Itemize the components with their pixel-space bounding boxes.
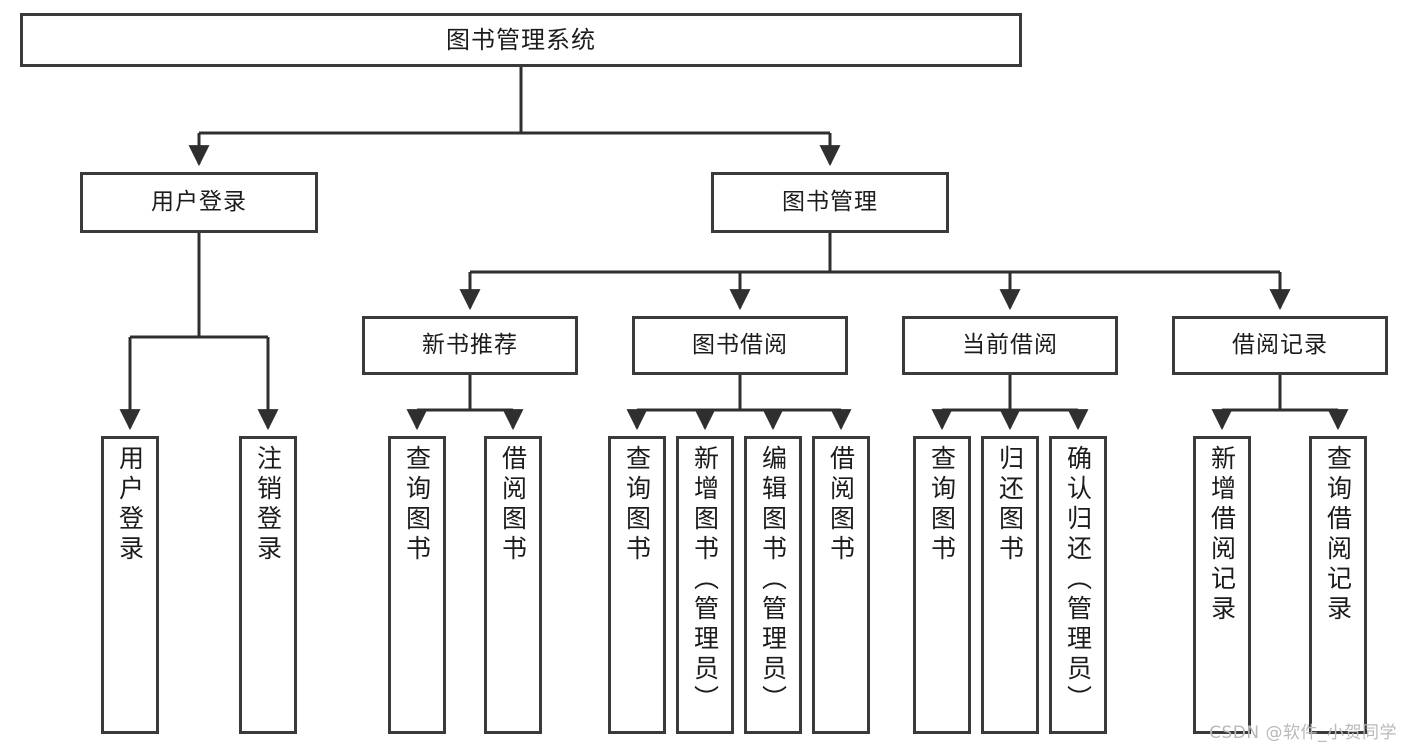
node-label: 借阅图书 bbox=[498, 445, 528, 565]
node-label: 编辑图书（管理员） bbox=[758, 445, 788, 715]
node-label: 用户登录 bbox=[115, 445, 145, 565]
leaf-user-login-signin[interactable]: 用户登录 bbox=[101, 436, 159, 734]
node-book-management[interactable]: 图书管理 bbox=[711, 172, 949, 233]
leaf-borrow-borrow-book[interactable]: 借阅图书 bbox=[812, 436, 870, 734]
node-book-borrow[interactable]: 图书借阅 bbox=[632, 316, 848, 375]
node-label: 新书推荐 bbox=[422, 331, 518, 358]
node-borrow-records[interactable]: 借阅记录 bbox=[1172, 316, 1388, 375]
leaf-records-query-record[interactable]: 查询借阅记录 bbox=[1309, 436, 1367, 734]
node-label: 图书管理系统 bbox=[446, 25, 596, 54]
node-label: 新增借阅记录 bbox=[1207, 445, 1237, 625]
node-label: 新增图书（管理员） bbox=[690, 445, 720, 715]
leaf-current-query-book[interactable]: 查询图书 bbox=[913, 436, 971, 734]
leaf-new-book-query[interactable]: 查询图书 bbox=[388, 436, 446, 734]
node-label: 查询图书 bbox=[622, 445, 652, 565]
node-label: 查询图书 bbox=[402, 445, 432, 565]
node-root-system[interactable]: 图书管理系统 bbox=[20, 13, 1022, 67]
node-label: 借阅记录 bbox=[1232, 331, 1328, 358]
node-label: 确认归还（管理员） bbox=[1063, 445, 1093, 715]
node-label: 查询图书 bbox=[927, 445, 957, 565]
node-label: 用户登录 bbox=[151, 188, 247, 215]
leaf-current-confirm-return[interactable]: 确认归还（管理员） bbox=[1049, 436, 1107, 734]
node-label: 归还图书 bbox=[995, 445, 1025, 565]
leaf-user-login-signout[interactable]: 注销登录 bbox=[239, 436, 297, 734]
node-current-borrow[interactable]: 当前借阅 bbox=[902, 316, 1118, 375]
node-label: 图书借阅 bbox=[692, 331, 788, 358]
node-label: 查询借阅记录 bbox=[1323, 445, 1353, 625]
node-label: 当前借阅 bbox=[962, 331, 1058, 358]
leaf-borrow-query-book[interactable]: 查询图书 bbox=[608, 436, 666, 734]
leaf-current-return-book[interactable]: 归还图书 bbox=[981, 436, 1039, 734]
node-label: 图书管理 bbox=[782, 188, 878, 215]
node-label: 借阅图书 bbox=[826, 445, 856, 565]
node-label: 注销登录 bbox=[253, 445, 283, 565]
leaf-new-book-borrow[interactable]: 借阅图书 bbox=[484, 436, 542, 734]
leaf-records-add-record[interactable]: 新增借阅记录 bbox=[1193, 436, 1251, 734]
node-new-book-recommend[interactable]: 新书推荐 bbox=[362, 316, 578, 375]
leaf-borrow-edit-book[interactable]: 编辑图书（管理员） bbox=[744, 436, 802, 734]
node-user-login[interactable]: 用户登录 bbox=[80, 172, 318, 233]
leaf-borrow-add-book[interactable]: 新增图书（管理员） bbox=[676, 436, 734, 734]
